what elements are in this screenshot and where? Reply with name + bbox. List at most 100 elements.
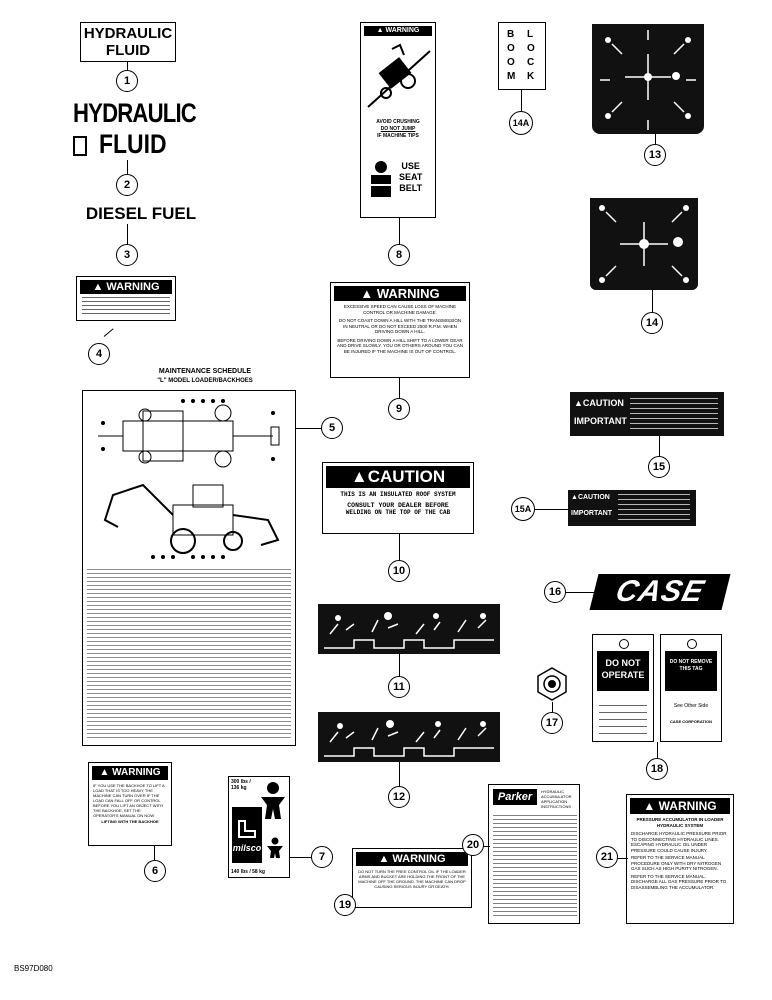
loader-side-view-diagram [103, 483, 280, 559]
callout-10: 10 [388, 560, 410, 582]
callout-21: 21 [596, 846, 618, 868]
leader-7 [290, 857, 312, 858]
decal-4-warning: ▲ WARNING [76, 276, 176, 321]
decal-21-body2: REFER TO THE SERVICE MANUAL PROCEDURE ON… [631, 855, 722, 871]
callout-13: 13 [644, 144, 666, 166]
callout-7: 7 [311, 846, 333, 868]
callout-20: 20 [462, 834, 484, 856]
leader-18 [657, 742, 658, 758]
leader-20 [478, 846, 490, 847]
decal-15-fineprint [630, 398, 718, 430]
decal-7-seat-panel [232, 807, 262, 863]
decal-4-header: WARNING [106, 281, 160, 293]
callout-12: 12 [388, 786, 410, 808]
decal-20-fineprint [493, 815, 577, 919]
small-person-icon [267, 837, 283, 858]
decal-20-header: HYDRAULIC ACCUMULATOR APPLICATION INSTRU… [541, 789, 572, 809]
leader-9 [399, 378, 400, 398]
letter-c: C [527, 57, 535, 68]
leader-16 [566, 592, 594, 593]
caution-triangle-icon: ▲ [574, 398, 583, 408]
warning-triangle-icon: ▲ [360, 286, 374, 301]
leader-2 [127, 160, 128, 174]
decal-6-header: WARNING [112, 767, 161, 778]
decal-5-subtitle: "L" MODEL LOADER/BACKHOES [157, 378, 253, 384]
leader-15 [659, 436, 660, 456]
decal-8-text4: USE [401, 161, 420, 171]
decal-8-text5: SEAT [399, 172, 423, 182]
letter-o: O [507, 43, 515, 54]
leader-14a [521, 90, 522, 112]
letter-o: O [527, 43, 535, 54]
decal-6-warning: ▲ WARNING IF YOU USE THE BACKHOE TO LIFT… [88, 762, 172, 846]
decal-15a-caution-important: ▲CAUTION IMPORTANT [568, 490, 696, 526]
decal-10-header-bar: ▲CAUTION [326, 466, 470, 488]
decal-21-warning-accumulator: ▲ WARNING PRESSURE ACCUMULATOR IN LOADER… [626, 794, 734, 924]
decal-7-milsco-seat: 300 lbs / 136 kg milsco 140 lbs / 58 kg [228, 776, 290, 878]
decal-10-line2: CONSULT YOUR DEALER BEFORE [347, 502, 449, 509]
decal-1-hydraulic-fluid: HYDRAULIC FLUID [80, 22, 176, 62]
leader-14 [652, 290, 653, 312]
decal-18-tag1-panel: DO NOT OPERATE [597, 651, 649, 691]
decal-1-line1: HYDRAULIC [83, 25, 173, 42]
decal-18-tag2-panel: DO NOT REMOVE THIS TAG [665, 651, 717, 691]
callout-5: 5 [321, 417, 343, 439]
joystick-pattern-icon [600, 30, 696, 130]
leader-8 [399, 218, 400, 244]
decal-15a-important: IMPORTANT [571, 510, 613, 517]
decal-9-header-bar: ▲ WARNING [334, 286, 466, 301]
decal-7-brand: milsco [232, 843, 262, 853]
decal-9-body3: BEFORE DRIVING DOWN A HILL SHIFT TO A LO… [337, 337, 463, 354]
decal-6-header-bar: ▲ WARNING [92, 766, 168, 780]
callout-8: 8 [388, 244, 410, 266]
callout-16: 16 [544, 581, 566, 603]
decal-18-tag2-line3: See Other Side [673, 703, 709, 709]
decal-21-body1: DISCHARGE HYDRAULIC PRESSURE PRIOR TO DI… [631, 831, 727, 853]
tag-hole-icon [619, 639, 629, 649]
leader-15a [534, 509, 568, 510]
decal-5-title: MAINTENANCE SCHEDULE [158, 368, 252, 375]
callout-1: 1 [116, 70, 138, 92]
caution-triangle-icon: ▲ [571, 494, 578, 501]
seat-belt-person-icon [371, 161, 391, 197]
decal-15-header: CAUTION [582, 398, 624, 408]
decal-15-caution-important: ▲CAUTION IMPORTANT [570, 392, 724, 436]
decal-10-line1: THIS IS AN INSULATED ROOF SYSTEM [340, 491, 456, 498]
decal-10-header: CAUTION [367, 467, 446, 486]
decal-14-control-pattern [590, 198, 698, 290]
callout-2: 2 [116, 174, 138, 196]
decal-6-footer: LIFTING WITH THE BACKHOE [101, 819, 159, 824]
leader-13 [655, 134, 656, 144]
fluid-can-icon [73, 135, 88, 156]
decal-19-header: WARNING [392, 853, 446, 865]
callout-18: 18 [646, 758, 668, 780]
joystick-pattern-icon [599, 205, 689, 283]
decal-15a-caution-row: ▲CAUTION [571, 494, 610, 501]
decal-8-warning-seat-belt: ▲ WARNING AVOID CRUSHING DO NOT JUMP IF … [360, 22, 436, 218]
decal-21-body3: REFER TO THE SERVICE MANUAL. DISCHARGE A… [631, 873, 727, 890]
seat-icon [238, 820, 256, 838]
decal-2-line2: FLUID [99, 129, 167, 159]
callout-11: 11 [388, 676, 410, 698]
leader-11 [399, 654, 400, 676]
warning-triangle-icon: ▲ [378, 853, 390, 865]
decal-14a-boom-lock: B O O M L O C K [498, 22, 546, 90]
person-icon [261, 782, 285, 819]
decal-18-tag1-line1: DO NOT [605, 658, 641, 668]
decal-20-brand: Parker [493, 789, 537, 805]
callout-14: 14 [641, 312, 663, 334]
letter-b: B [507, 29, 515, 40]
letter-l: L [527, 29, 534, 40]
decal-18-tag2-line1: DO NOT REMOVE [669, 659, 713, 665]
decal-18-tag2-line2: THIS TAG [679, 666, 703, 672]
callout-4: 4 [88, 343, 110, 365]
callout-3: 3 [116, 244, 138, 266]
leader-4 [103, 328, 114, 337]
leader-3 [127, 224, 128, 244]
leader-12 [399, 762, 400, 786]
decal-12-control-pattern [318, 712, 500, 762]
decal-16-text: CASE [612, 575, 708, 608]
decal-7-weight-bottom: 140 lbs / 58 kg [231, 869, 265, 875]
letter-k: K [527, 71, 535, 82]
leader-17 [552, 702, 553, 712]
